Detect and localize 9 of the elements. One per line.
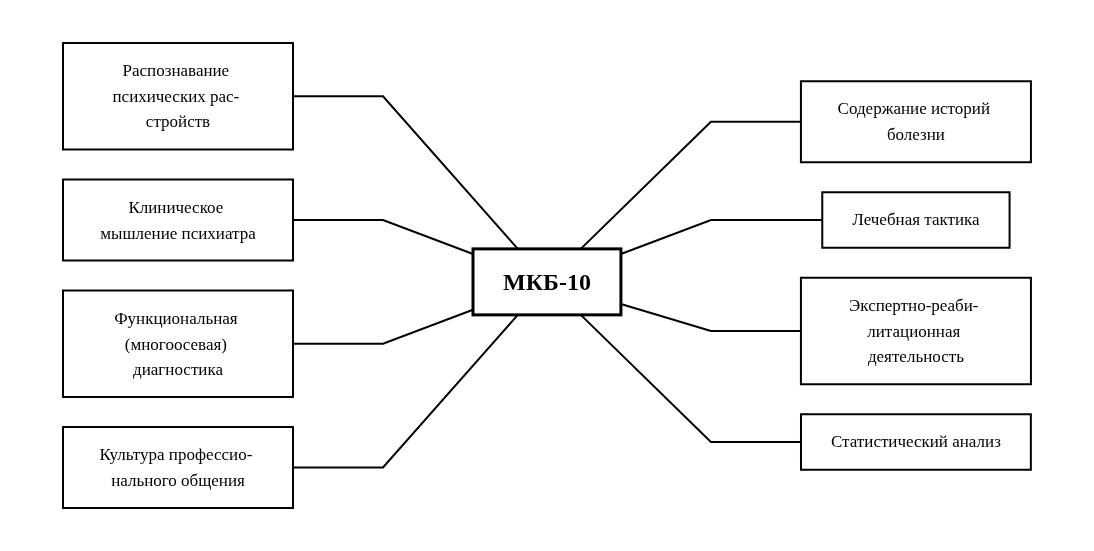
node-box: Статистический анализ <box>800 413 1032 471</box>
node-box: МКБ-10 <box>471 247 623 317</box>
node-box: Лечебная тактика <box>821 191 1011 249</box>
node-box: Содержание историй болезни <box>799 80 1032 164</box>
node-box: Экспертно-реаби- литационная деятельность <box>799 276 1032 386</box>
node-box: Клиническое мышление психиатра <box>62 178 295 262</box>
node-box: Культура профессио- нального общения <box>62 426 295 509</box>
node-box: Функциональная (многоосевая) диагностика <box>62 289 295 398</box>
node-box: Распознавание психических рас- стройств <box>62 42 295 151</box>
